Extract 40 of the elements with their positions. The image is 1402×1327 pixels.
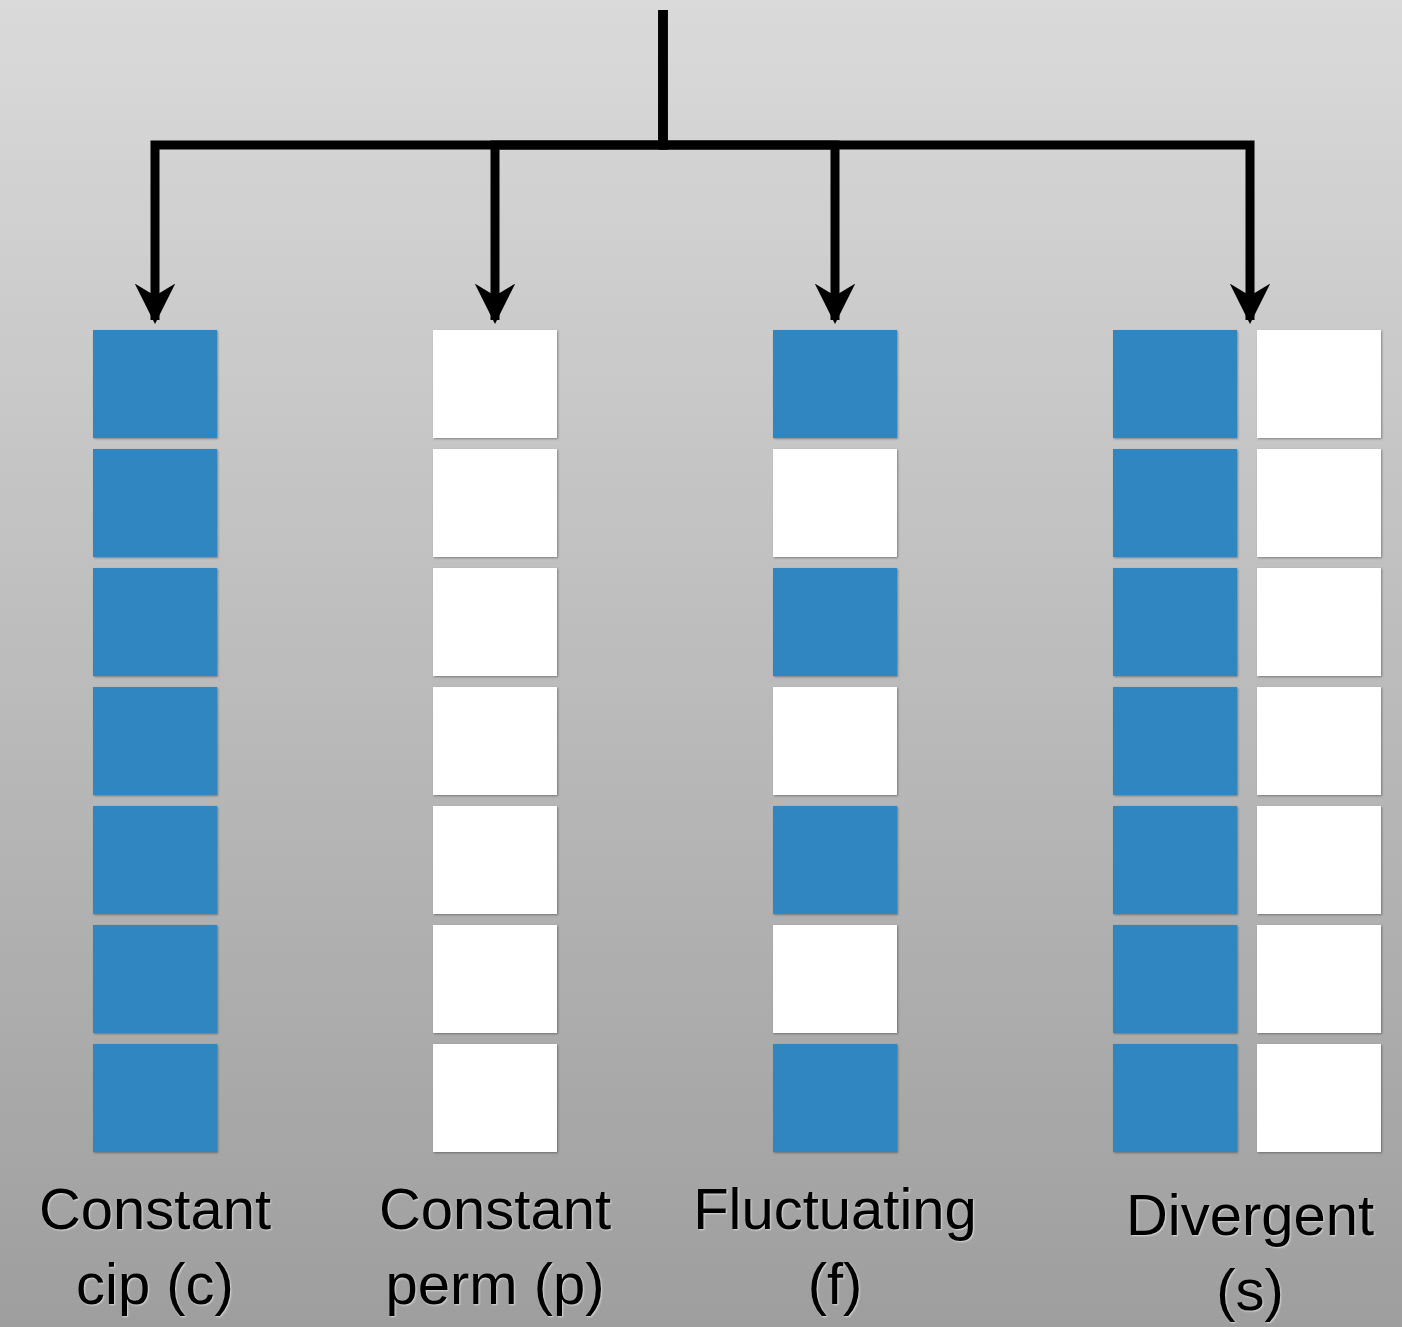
square-tile	[433, 449, 557, 557]
square-tile	[1113, 449, 1237, 557]
square-tile	[1257, 449, 1381, 557]
square-tile	[93, 449, 217, 557]
square-tile	[1257, 1044, 1381, 1152]
square-tile	[1257, 687, 1381, 795]
square-tile	[93, 806, 217, 914]
square-tile	[93, 568, 217, 676]
column-label: Constant cip (c)	[37, 1175, 273, 1319]
square-tile	[773, 925, 897, 1033]
square-tile	[773, 568, 897, 676]
square-tile	[1113, 1044, 1237, 1152]
square-tile	[433, 806, 557, 914]
square-tile	[773, 330, 897, 438]
square-tile	[93, 330, 217, 438]
square-tile	[433, 330, 557, 438]
square-tile	[1113, 806, 1237, 914]
square-tile	[1113, 330, 1237, 438]
square-tile	[93, 925, 217, 1033]
square-tile	[93, 687, 217, 795]
column-label: Fluctuating (f)	[692, 1175, 978, 1319]
square-tile	[1257, 330, 1381, 438]
square-tile	[433, 687, 557, 795]
square-tile	[1257, 806, 1381, 914]
square-tile	[1257, 925, 1381, 1033]
square-tile	[1113, 925, 1237, 1033]
column-label: Divergent (s)	[1124, 1181, 1376, 1325]
square-tile	[773, 806, 897, 914]
arrow	[658, 10, 1271, 325]
square-tile	[773, 687, 897, 795]
square-tile	[773, 1044, 897, 1152]
square-tile	[433, 925, 557, 1033]
square-tile	[773, 449, 897, 557]
square-tile	[1113, 687, 1237, 795]
column-label: Constant perm (p)	[377, 1175, 613, 1319]
square-tile	[1113, 568, 1237, 676]
square-tile	[93, 1044, 217, 1152]
square-tile	[433, 1044, 557, 1152]
square-tile	[433, 568, 557, 676]
square-tile	[1257, 568, 1381, 676]
